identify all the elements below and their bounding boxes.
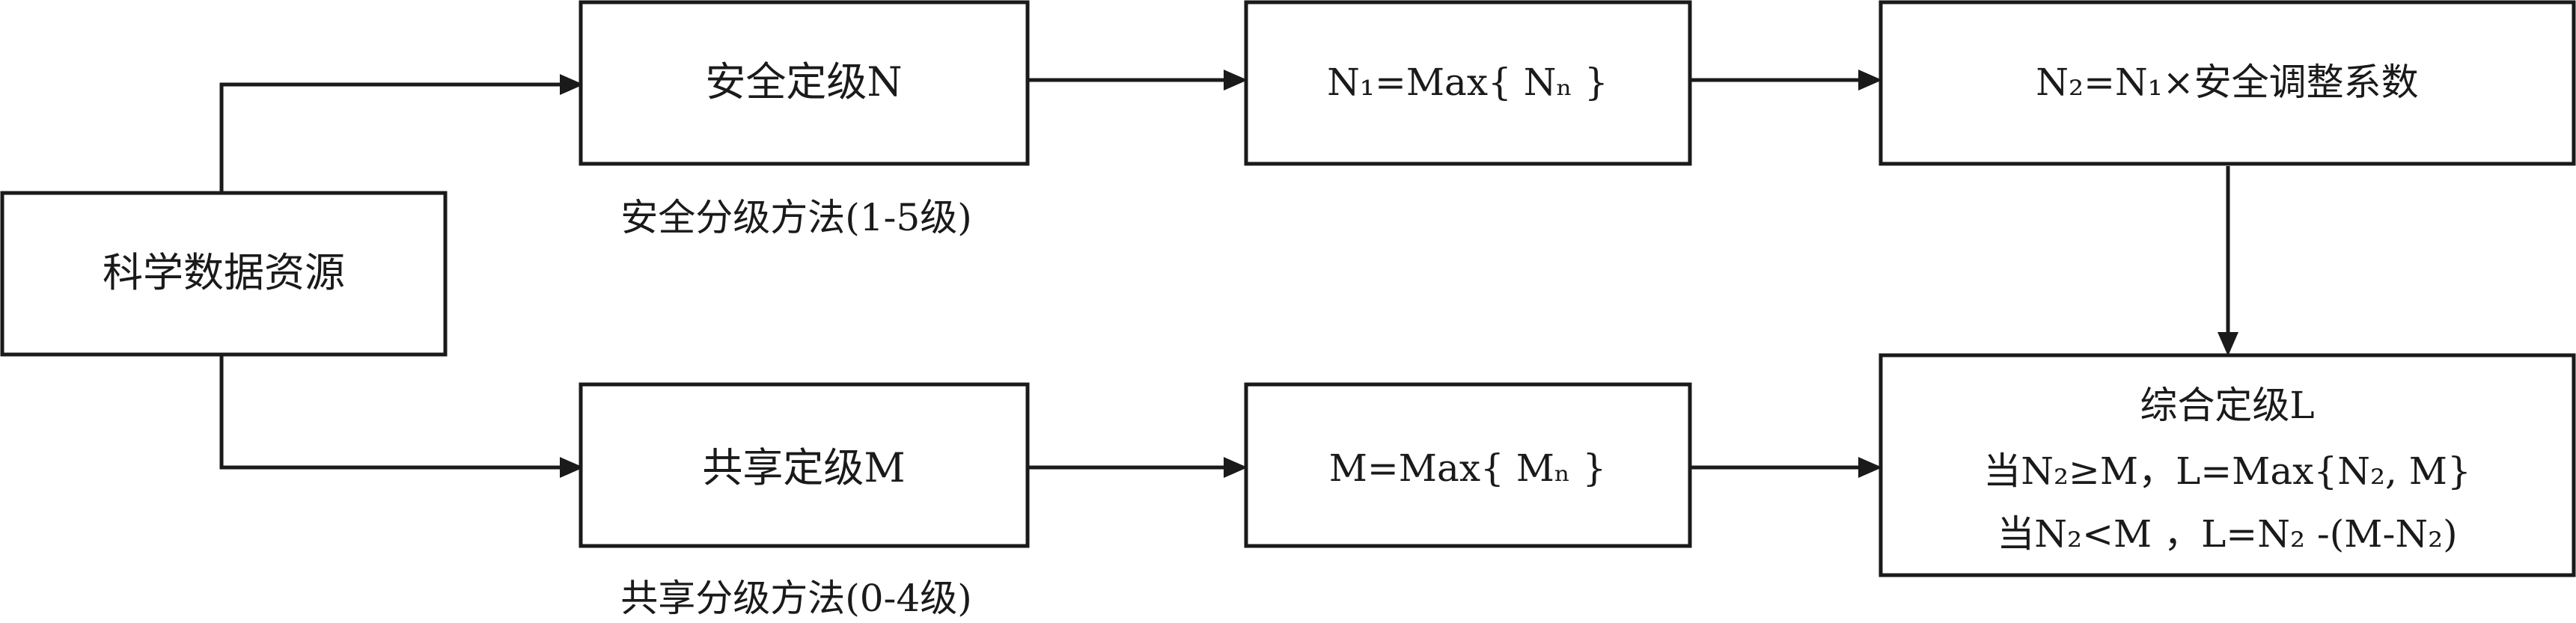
node-security-level-label: 安全定级N: [705, 58, 902, 105]
node-n1-label: N₁=Max{ Nₙ }: [1327, 61, 1608, 104]
node-overall-title: 综合定级L: [2140, 384, 2314, 427]
arrowhead-n1: [1224, 70, 1248, 90]
node-source-label: 科学数据资源: [103, 249, 345, 296]
node-n1-box: [1244, 0, 1692, 166]
node-n2-box: [1878, 0, 2576, 166]
security-method-annotation: 安全分级方法(1-5级): [620, 196, 972, 239]
arrowhead-overall-left: [1858, 457, 1882, 478]
node-overall-rule-1: 当N₂≥M，L=Max{N₂, M}: [1983, 449, 2471, 493]
node-overall-rule-2: 当N₂<M ，L=N₂ -(M-N₂): [1997, 512, 2457, 556]
arrowhead-overall-top: [2218, 332, 2238, 356]
sharing-method-annotation: 共享分级方法(0-4级): [620, 577, 972, 620]
node-n2-label: N₂=N₁×安全调整系数: [2036, 61, 2418, 104]
arrowhead-sharing-level: [560, 457, 584, 478]
node-n1: N₁=Max{ Nₙ }: [1244, 0, 1692, 166]
arrowhead-n2: [1858, 70, 1882, 90]
arrowhead-m: [1224, 457, 1248, 478]
node-security-level: 安全定级N: [579, 0, 1030, 166]
node-security-level-box: [579, 0, 1030, 166]
node-m-label: M=Max{ Mₙ }: [1329, 446, 1607, 490]
node-source-box: [0, 191, 448, 357]
node-source: 科学数据资源: [0, 191, 448, 357]
arrowhead-security-level: [560, 74, 584, 95]
edges: [219, 70, 2238, 478]
node-sharing-level: 共享定级M: [579, 382, 1030, 548]
node-m-box: [1244, 382, 1692, 548]
node-sharing-level-label: 共享定级M: [702, 444, 905, 491]
node-overall-box: [1878, 353, 2576, 577]
node-overall: 综合定级L 当N₂≥M，L=Max{N₂, M} 当N₂<M ，L=N₂ -(M…: [1878, 353, 2576, 577]
edge-source-to-security-level: [219, 82, 563, 193]
node-n2: N₂=N₁×安全调整系数: [1878, 0, 2576, 166]
edge-source-to-sharing-level: [219, 355, 563, 470]
node-m: M=Max{ Mₙ }: [1244, 382, 1692, 548]
node-sharing-level-box: [579, 382, 1030, 548]
